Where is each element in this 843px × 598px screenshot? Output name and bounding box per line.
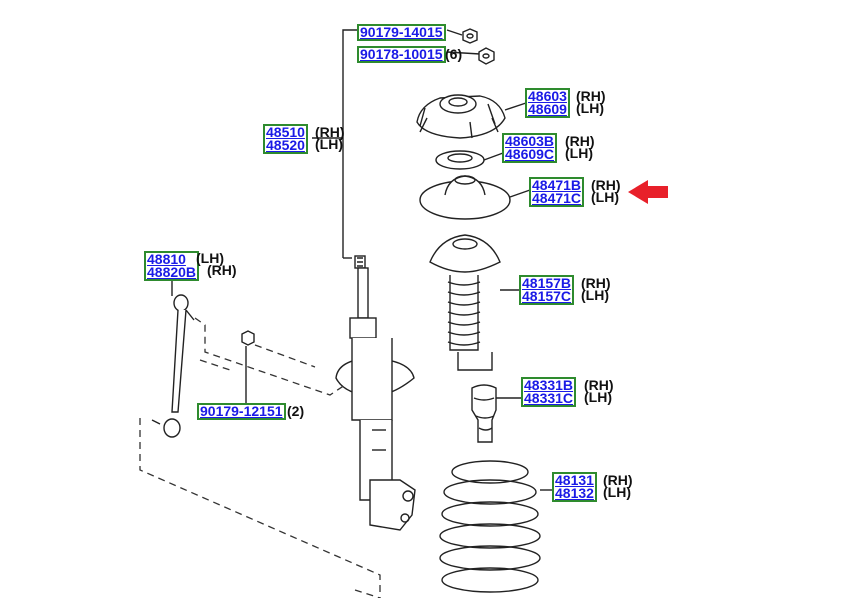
side-suffix-lh: (LH) bbox=[315, 136, 343, 152]
side-suffix-lh: (LH) bbox=[603, 484, 631, 500]
side-suffix-lh: (LH) bbox=[196, 250, 224, 266]
side-suffix-rh: (RH) bbox=[565, 133, 595, 149]
part-number-rh[interactable]: 48157B bbox=[522, 275, 572, 291]
side-suffix-lh: (LH) bbox=[581, 287, 609, 303]
side-suffix-rh: (RH) bbox=[584, 377, 614, 393]
side-suffix-lh: (LH) bbox=[576, 100, 604, 116]
bump-stopper-icon bbox=[471, 384, 522, 443]
side-suffix-rh: (RH) bbox=[576, 88, 606, 104]
side-suffix-lh: (LH) bbox=[591, 189, 619, 205]
dust-boot-icon bbox=[429, 234, 520, 371]
part-number-lh[interactable]: 48132 bbox=[555, 485, 594, 501]
part-label-90179-14015[interactable]: 90179-14015 bbox=[357, 24, 446, 41]
washer-nut-icon bbox=[478, 47, 495, 65]
part-label-dust-boot[interactable]: 48157B 48157C bbox=[519, 275, 575, 305]
coil-spring-icon bbox=[439, 460, 553, 593]
side-suffix-rh: (RH) bbox=[207, 262, 237, 278]
quantity-suffix: (6) bbox=[445, 46, 463, 62]
part-number-rh[interactable]: 48510 bbox=[266, 124, 305, 140]
part-label-90179-12151[interactable]: 90179-12151 bbox=[197, 403, 286, 420]
part-label-90178-10015[interactable]: 90178-10015 bbox=[357, 46, 446, 63]
part-number-rh[interactable]: 48131 bbox=[555, 472, 594, 488]
part-number-rh[interactable]: 48471B bbox=[532, 177, 582, 193]
part-label-bearing[interactable]: 48603B 48609C bbox=[502, 133, 558, 163]
upper-support-icon bbox=[416, 94, 506, 139]
part-number-lh[interactable]: 48609C bbox=[505, 146, 555, 162]
part-number-rh[interactable]: 48603 bbox=[528, 88, 567, 104]
side-suffix-rh: (RH) bbox=[591, 177, 621, 193]
part-label-spring-seat[interactable]: 48471B 48471C bbox=[529, 177, 585, 207]
arrow-left-icon bbox=[628, 180, 668, 204]
side-suffix-rh: (RH) bbox=[581, 275, 611, 291]
nut-icon bbox=[462, 28, 478, 44]
part-number-lh[interactable]: 48157C bbox=[522, 288, 572, 304]
side-suffix-lh: (LH) bbox=[584, 389, 612, 405]
leader-line bbox=[342, 29, 357, 258]
side-suffix-rh: (RH) bbox=[603, 472, 633, 488]
part-label-stabilizer-link[interactable]: 48810 48820B bbox=[144, 251, 200, 281]
part-label-bump-stopper[interactable]: 48331B 48331C bbox=[521, 377, 577, 407]
side-suffix-lh: (LH) bbox=[565, 145, 593, 161]
stabilizer-link-icon bbox=[151, 280, 195, 438]
spring-seat-icon bbox=[419, 175, 531, 220]
side-suffix-rh: (RH) bbox=[315, 124, 345, 140]
part-label-support[interactable]: 48603 48609 bbox=[525, 88, 570, 118]
part-number-lh[interactable]: 48471C bbox=[532, 190, 582, 206]
strut-assembly-icon bbox=[335, 255, 416, 531]
part-label-coil-spring[interactable]: 48131 48132 bbox=[552, 472, 597, 502]
quantity-suffix: (2) bbox=[287, 403, 305, 419]
part-label-strut[interactable]: 48510 48520 bbox=[263, 124, 308, 154]
part-number-rh[interactable]: 48331B bbox=[524, 377, 574, 393]
part-number-lh[interactable]: 48520 bbox=[266, 137, 305, 153]
stab-nut-icon bbox=[241, 330, 255, 404]
part-number-rh[interactable]: 48820B bbox=[147, 264, 197, 280]
bearing-icon bbox=[435, 150, 504, 170]
part-number-rh[interactable]: 48603B bbox=[505, 133, 555, 149]
part-number-lh[interactable]: 48810 bbox=[147, 251, 186, 267]
part-number-lh[interactable]: 48609 bbox=[528, 101, 567, 117]
part-number-lh[interactable]: 48331C bbox=[524, 390, 574, 406]
